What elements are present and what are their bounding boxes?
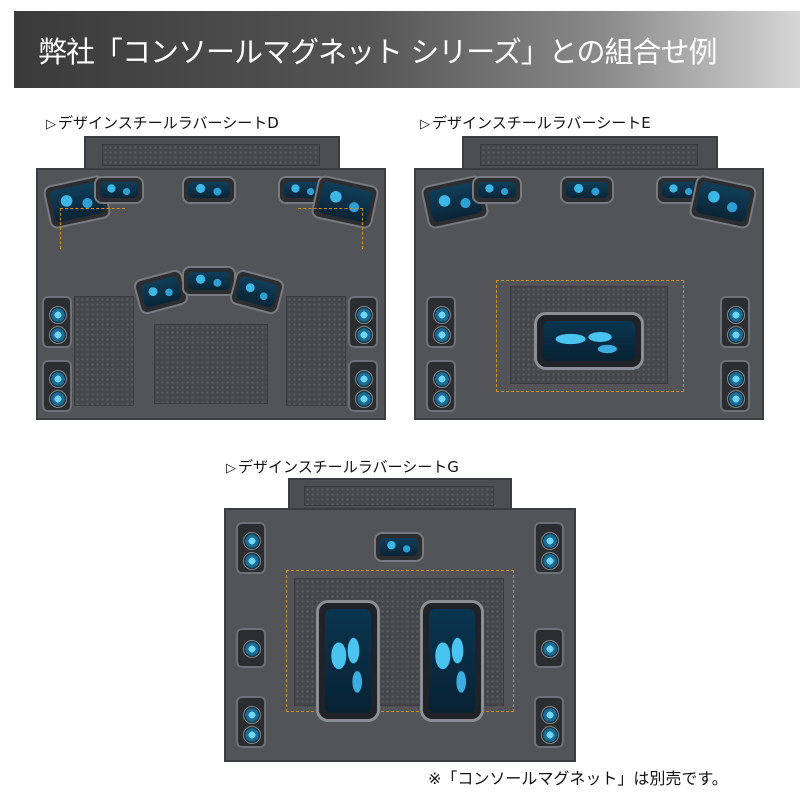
console-magnet: [236, 628, 266, 668]
console-magnet: [374, 532, 424, 562]
console-magnet: [720, 296, 750, 348]
grate: [74, 296, 134, 406]
sheet-e-image: [414, 136, 764, 420]
console-magnet: [560, 176, 614, 204]
sheet-g-image: [224, 478, 576, 762]
page-title: 弊社「コンソールマグネット シリーズ」との組合せ例: [38, 35, 717, 69]
console-magnet: [236, 522, 266, 574]
grate: [480, 144, 698, 166]
sheet-d-label: ▷デザインスチールラバーシートD: [46, 112, 279, 133]
grate: [304, 486, 494, 506]
console-magnet: [236, 696, 266, 748]
console-magnet: [42, 296, 72, 348]
sheet-g-label-text: デザインスチールラバーシートG: [238, 458, 459, 476]
triangle-marker-icon: ▷: [420, 117, 430, 132]
console-magnet: [348, 360, 378, 412]
console-magnet: [182, 266, 236, 296]
console-magnet: [534, 696, 564, 748]
grate: [102, 144, 320, 166]
availability-note: ※「コンソールマグネット」は別売です。: [428, 769, 728, 788]
console-magnet: [42, 360, 72, 412]
triangle-marker-icon: ▷: [226, 461, 236, 476]
header-banner: 弊社「コンソールマグネット シリーズ」との組合せ例: [14, 11, 800, 88]
console-magnet: [426, 360, 456, 412]
sheet-d-label-text: デザインスチールラバーシートD: [58, 114, 279, 132]
console-magnet: [348, 296, 378, 348]
world-map-console: [316, 600, 380, 722]
sheet-e-label-text: デザインスチールラバーシートE: [432, 114, 651, 132]
console-magnet: [426, 296, 456, 348]
console-magnet: [720, 360, 750, 412]
triangle-marker-icon: ▷: [46, 117, 56, 132]
console-magnet: [534, 628, 564, 668]
sheet-g-label: ▷デザインスチールラバーシートG: [226, 456, 459, 477]
console-magnet: [182, 176, 236, 204]
sheet-e-label: ▷デザインスチールラバーシートE: [420, 112, 651, 133]
console-magnet: [472, 176, 522, 204]
world-map-console: [534, 312, 644, 370]
console-magnet: [534, 522, 564, 574]
world-map-console: [420, 600, 484, 722]
console-magnet: [94, 176, 144, 204]
grate: [286, 296, 346, 406]
grate: [154, 324, 268, 404]
sheet-d-image: [36, 136, 386, 420]
